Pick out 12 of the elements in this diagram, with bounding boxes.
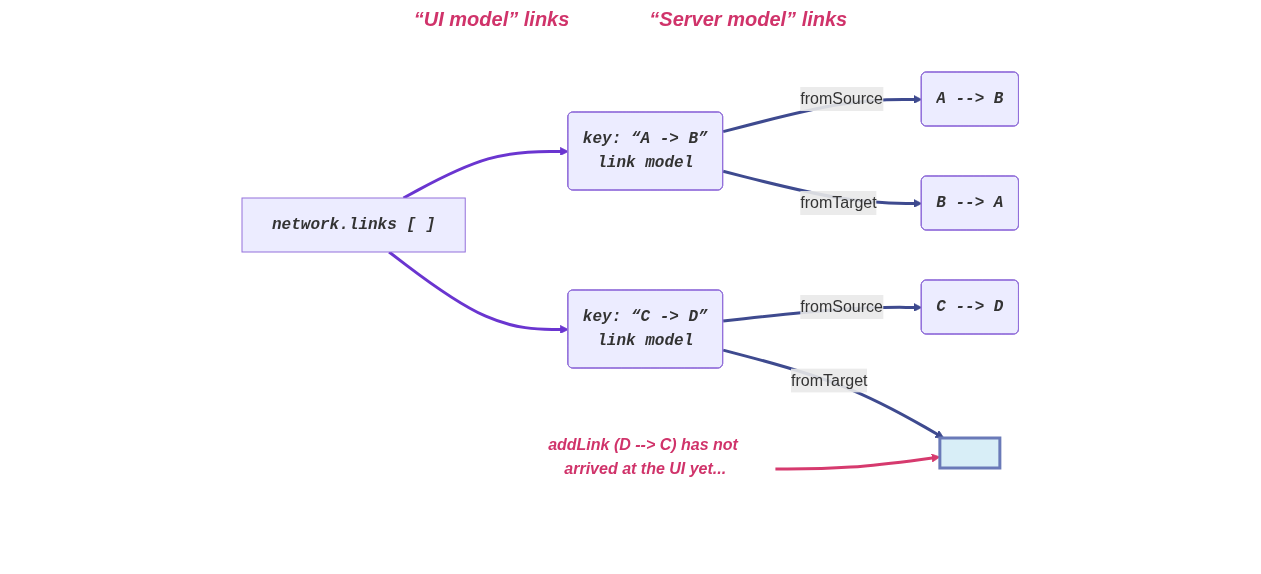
arrow <box>403 147 569 200</box>
arrow <box>775 453 941 471</box>
edge-label: fromSource <box>800 298 884 315</box>
node-text: addLink (D --> C) has not arrived at the UI yet... <box>548 436 739 477</box>
column-heading: “Server model” links <box>649 8 848 31</box>
edge-label: fromSource <box>800 90 884 107</box>
node-box <box>938 436 1002 470</box>
node-box: network.links [ ] <box>241 197 466 253</box>
edge-label: fromTarget <box>791 371 868 389</box>
edge-label: fromTarget <box>800 194 877 211</box>
column-heading: “UI model” links <box>413 8 570 31</box>
arrow <box>723 348 945 439</box>
